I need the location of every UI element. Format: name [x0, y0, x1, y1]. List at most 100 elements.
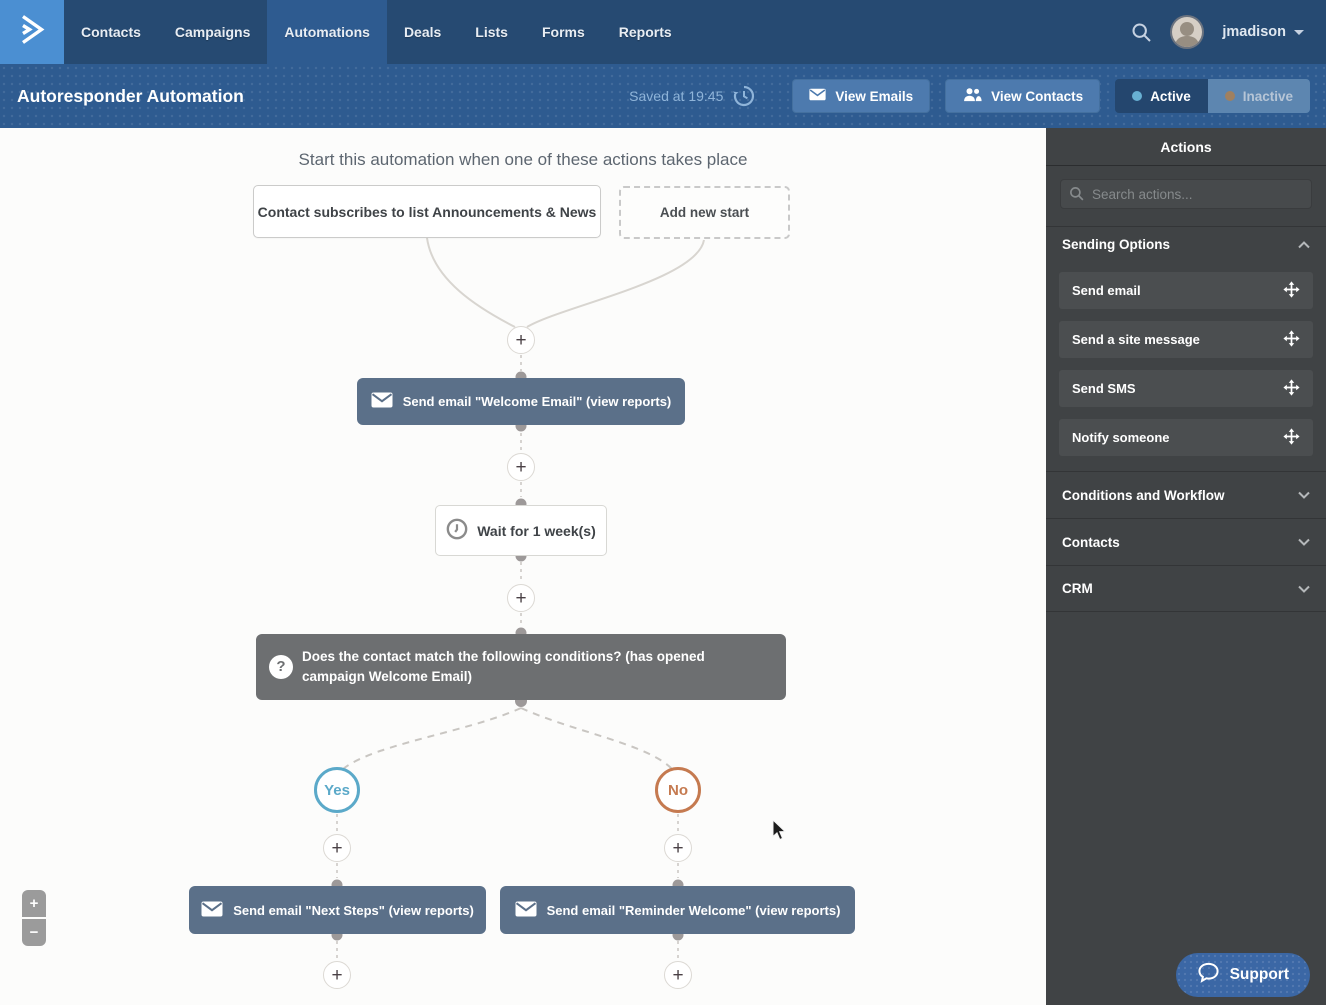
move-icon	[1283, 280, 1300, 301]
condition-node[interactable]: ? Does the contact match the following c…	[256, 634, 786, 700]
plus-icon: +	[331, 964, 343, 986]
chevron-down-icon	[1298, 538, 1310, 546]
node-label: Wait for 1 week(s)	[477, 522, 596, 539]
start-trigger-node[interactable]: Contact subscribes to list Announcements…	[253, 185, 601, 238]
send-welcome-email-node[interactable]: Send email "Welcome Email" (view reports…	[357, 378, 685, 425]
question-icon: ?	[269, 655, 293, 679]
chevron-up-icon	[1298, 240, 1310, 249]
top-nav: Contacts Campaigns Automations Deals Lis…	[0, 0, 1326, 64]
action-item-send-sms[interactable]: Send SMS	[1059, 370, 1313, 407]
action-item-send-email[interactable]: Send email	[1059, 272, 1313, 309]
plus-icon: +	[672, 964, 684, 986]
history-icon[interactable]	[732, 84, 756, 108]
no-branch-label: No	[655, 767, 701, 813]
section-contacts[interactable]: Contacts	[1046, 518, 1326, 565]
chevron-down-icon	[1298, 585, 1310, 593]
section-conditions-workflow[interactable]: Conditions and Workflow	[1046, 471, 1326, 518]
tab-reports[interactable]: Reports	[618, 24, 672, 40]
sending-options-items: Send email Send a site message Send SMS …	[1046, 262, 1326, 471]
zoom-controls: + −	[22, 890, 46, 946]
view-emails-label: View Emails	[835, 88, 914, 104]
add-step-button[interactable]: +	[323, 834, 351, 862]
envelope-icon	[201, 901, 223, 920]
section-crm[interactable]: CRM	[1046, 565, 1326, 612]
action-item-notify-someone[interactable]: Notify someone	[1059, 419, 1313, 456]
tab-campaigns[interactable]: Campaigns	[174, 24, 251, 40]
plus-icon: +	[29, 895, 39, 912]
status-toggle: Active Inactive	[1115, 79, 1310, 113]
add-step-button[interactable]: +	[664, 961, 692, 989]
add-step-button[interactable]: +	[507, 326, 535, 354]
user-menu[interactable]: jmadison	[1222, 24, 1304, 40]
add-step-button[interactable]: +	[507, 453, 535, 481]
view-contacts-button[interactable]: View Contacts	[945, 79, 1101, 113]
add-new-start-node[interactable]: Add new start	[619, 186, 790, 239]
avatar[interactable]	[1170, 15, 1205, 49]
inactive-toggle[interactable]: Inactive	[1207, 79, 1310, 113]
zoom-in-button[interactable]: +	[22, 890, 46, 917]
action-label: Send a site message	[1072, 332, 1200, 347]
move-icon	[1283, 378, 1300, 399]
plus-icon: +	[515, 587, 527, 609]
clock-icon	[446, 518, 468, 543]
add-step-button[interactable]: +	[664, 834, 692, 862]
action-label: Notify someone	[1072, 430, 1170, 445]
saved-text: Saved at 19:45	[629, 88, 724, 104]
chat-bubble-icon	[1197, 962, 1220, 988]
user-name: jmadison	[1222, 24, 1286, 40]
tab-lists[interactable]: Lists	[475, 24, 508, 40]
actions-sidebar: Actions Sending Options Send email Send …	[1046, 128, 1326, 1005]
node-label: Send email "Next Steps" (view reports)	[233, 902, 474, 918]
section-label: Conditions and Workflow	[1062, 487, 1225, 503]
tab-forms[interactable]: Forms	[541, 24, 585, 40]
start-heading: Start this automation when one of these …	[298, 150, 748, 169]
add-step-button[interactable]: +	[323, 961, 351, 989]
header-actions: Saved at 19:45 View Emails View Contacts…	[629, 79, 1326, 113]
search-actions-input[interactable]	[1060, 179, 1312, 209]
tab-automations[interactable]: Automations	[267, 0, 387, 64]
tab-contacts[interactable]: Contacts	[81, 24, 141, 40]
search-icon[interactable]	[1131, 22, 1152, 43]
inactive-status-dot	[1224, 91, 1235, 101]
people-icon	[962, 87, 982, 105]
action-item-send-site-message[interactable]: Send a site message	[1059, 321, 1313, 358]
main-tabs: Contacts Campaigns Automations Deals Lis…	[64, 0, 689, 64]
plus-icon: +	[515, 329, 527, 351]
saved-status: Saved at 19:45	[629, 84, 756, 108]
nav-right: jmadison	[1131, 0, 1326, 64]
view-contacts-label: View Contacts	[991, 88, 1084, 104]
plus-icon: +	[672, 837, 684, 859]
zoom-out-button[interactable]: −	[22, 919, 46, 946]
action-label: Send SMS	[1072, 381, 1136, 396]
section-label: Sending Options	[1062, 237, 1170, 252]
node-label: Does the contact match the following con…	[302, 649, 705, 684]
envelope-icon	[371, 392, 393, 411]
section-label: CRM	[1062, 581, 1093, 596]
plus-icon: +	[515, 456, 527, 478]
envelope-icon	[809, 88, 826, 104]
flow-connectors	[331, 237, 705, 959]
sidebar-title: Actions	[1046, 128, 1326, 166]
chevron-down-icon	[1294, 29, 1304, 35]
search-icon	[1069, 186, 1084, 206]
page-title: Autoresponder Automation	[17, 85, 244, 106]
chevron-down-icon	[1298, 491, 1310, 499]
add-step-button[interactable]: +	[507, 584, 535, 612]
node-label: Send email "Welcome Email" (view reports…	[402, 394, 672, 409]
automation-canvas: Start this automation when one of these …	[0, 128, 1046, 1005]
active-toggle[interactable]: Active	[1115, 79, 1208, 113]
send-next-steps-email-node[interactable]: Send email "Next Steps" (view reports)	[189, 886, 486, 934]
support-button[interactable]: Support	[1175, 953, 1310, 997]
active-label: Active	[1150, 88, 1191, 104]
wait-node[interactable]: Wait for 1 week(s)	[435, 505, 607, 556]
send-reminder-welcome-email-node[interactable]: Send email "Reminder Welcome" (view repo…	[500, 886, 855, 934]
move-icon	[1283, 427, 1300, 448]
section-label: Contacts	[1062, 534, 1120, 550]
section-sending-options[interactable]: Sending Options	[1046, 226, 1326, 262]
plus-icon: +	[331, 837, 343, 859]
yes-branch-label: Yes	[314, 767, 360, 813]
app-logo[interactable]	[0, 0, 64, 64]
view-emails-button[interactable]: View Emails	[792, 79, 931, 113]
tab-deals[interactable]: Deals	[403, 24, 442, 40]
envelope-icon	[515, 901, 537, 920]
